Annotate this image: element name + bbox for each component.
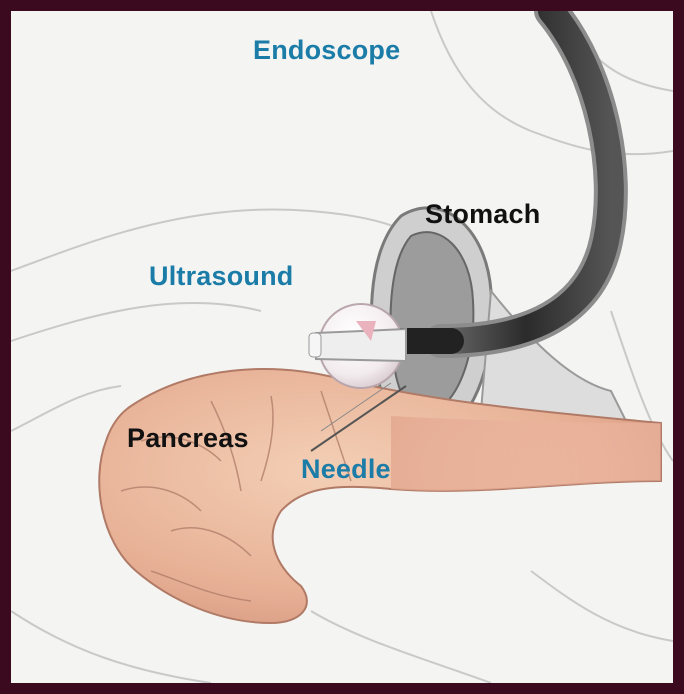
ultrasound-label: Ultrasound xyxy=(149,261,294,292)
eus-illustration xyxy=(11,11,673,683)
needle-label: Needle xyxy=(301,454,391,485)
pancreas-label: Pancreas xyxy=(127,423,249,454)
stomach-label: Stomach xyxy=(425,199,540,230)
endoscope-label: Endoscope xyxy=(253,35,400,66)
